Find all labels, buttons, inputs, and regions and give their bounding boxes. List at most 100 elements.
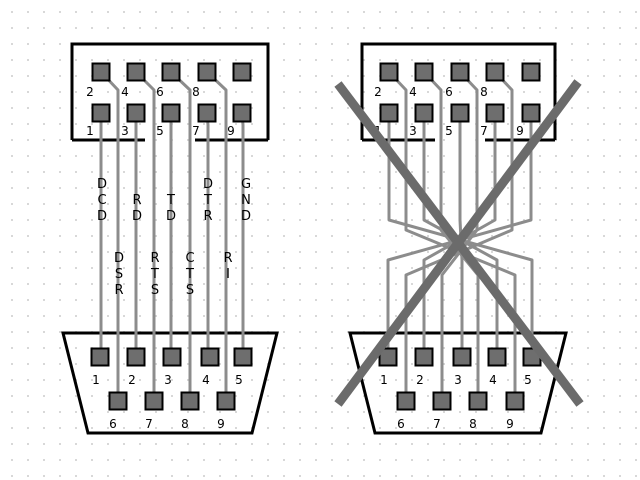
signal-label-cts: S <box>186 283 194 298</box>
signal-label-rd: R <box>132 193 141 208</box>
signal-label-dtr: T <box>203 193 212 208</box>
wire <box>440 70 479 401</box>
db9-connector-outline <box>61 331 279 435</box>
db9-pin-number: 1 <box>380 373 388 387</box>
header-pin-number: 6 <box>156 85 164 99</box>
db9-connector-outline <box>348 331 568 435</box>
header-pin-number: 4 <box>121 85 129 99</box>
header-pin <box>197 62 217 82</box>
header-pin <box>232 103 252 123</box>
db9-pin <box>233 347 253 367</box>
signal-label-dsr: R <box>114 283 123 298</box>
header-pin <box>521 62 541 82</box>
signal-label-gnd: G <box>241 177 251 192</box>
header-pin <box>232 62 252 82</box>
db9-pin <box>487 347 507 367</box>
signal-label-dcd: C <box>97 193 106 208</box>
header-pin <box>485 103 505 123</box>
header-pin-number: 2 <box>374 85 382 99</box>
db9-pin-number: 5 <box>524 373 532 387</box>
signal-label-ri: I <box>226 267 230 282</box>
header-pin <box>161 103 181 123</box>
db9-pin-number: 9 <box>217 417 225 431</box>
db9-pin-number: 6 <box>397 417 405 431</box>
header-pin-number: 3 <box>121 124 129 138</box>
db9-pin-number: 7 <box>433 417 441 431</box>
db9-pin-number: 8 <box>469 417 477 431</box>
db9-pin-number: 2 <box>128 373 136 387</box>
header-pin-number: 1 <box>86 124 94 138</box>
signal-label-cts: C <box>185 251 194 266</box>
signal-label-dcd: D <box>97 209 107 224</box>
signal-label-ri: R <box>223 251 232 266</box>
header-pin <box>161 62 181 82</box>
signal-label-gnd: N <box>241 193 251 208</box>
header-pin <box>485 62 505 82</box>
header-pin <box>379 103 399 123</box>
db9-pin <box>396 391 416 411</box>
header-pin <box>126 103 146 123</box>
db9-pin <box>216 391 236 411</box>
header-pin <box>91 62 111 82</box>
signal-label-td: T <box>166 193 175 208</box>
header-pin <box>379 62 399 82</box>
wire <box>422 70 480 401</box>
db9-pin-number: 1 <box>92 373 100 387</box>
signal-label-dtr: R <box>203 209 212 224</box>
db9-pin-number: 9 <box>506 417 514 431</box>
db9-pin <box>505 391 525 411</box>
db9-pin <box>432 391 452 411</box>
signal-label-rts: T <box>150 267 159 282</box>
db9-pin <box>452 347 472 367</box>
header-pin <box>414 103 434 123</box>
signal-label-cts: T <box>185 267 194 282</box>
db9-pin-number: 3 <box>454 373 462 387</box>
header-pin-number: 9 <box>227 124 235 138</box>
header-pin-number: 5 <box>445 124 453 138</box>
header-pin <box>521 103 541 123</box>
header-pin-number: 8 <box>192 85 200 99</box>
header-pin <box>450 62 470 82</box>
db9-pin <box>162 347 182 367</box>
header-pin-number: 6 <box>445 85 453 99</box>
wire <box>205 112 210 357</box>
db9-pin <box>468 391 488 411</box>
db9-pin <box>180 391 200 411</box>
header-pin-number: 2 <box>86 85 94 99</box>
header-pin-number: 9 <box>516 124 524 138</box>
db9-pin-number: 2 <box>416 373 424 387</box>
signal-label-rd: D <box>132 209 142 224</box>
db9-pin-number: 3 <box>164 373 172 387</box>
header-pin-number: 3 <box>409 124 417 138</box>
db9-pin <box>200 347 220 367</box>
db9-pin <box>108 391 128 411</box>
signal-label-td: D <box>166 209 176 224</box>
db9-pin <box>378 347 398 367</box>
signal-label-dsr: D <box>114 251 124 266</box>
db9-pin-number: 4 <box>489 373 497 387</box>
x-cross-stroke <box>334 79 582 407</box>
header-pin <box>91 103 111 123</box>
db9-pin-number: 5 <box>235 373 243 387</box>
db9-pin-number: 6 <box>109 417 117 431</box>
pin-group <box>90 62 253 411</box>
pin-group <box>378 62 542 411</box>
header-pin <box>197 103 217 123</box>
header-pin <box>126 62 146 82</box>
header-pin-number: 4 <box>409 85 417 99</box>
header-pin <box>414 62 434 82</box>
signal-label-dcd: D <box>97 177 107 192</box>
signal-label-dsr: S <box>115 267 123 282</box>
header-pin-number: 7 <box>480 124 488 138</box>
header-pin <box>450 103 470 123</box>
db9-pin-number: 8 <box>181 417 189 431</box>
db9-pin <box>90 347 110 367</box>
signal-label-dtr: D <box>203 177 213 192</box>
wire <box>240 112 245 357</box>
x-cross-icon <box>334 79 584 407</box>
